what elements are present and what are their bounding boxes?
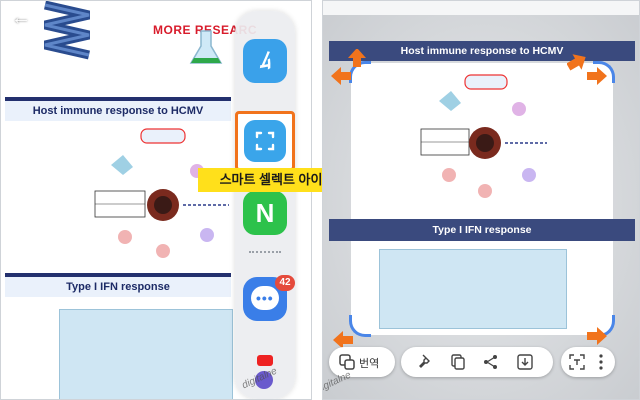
action-toolbar	[401, 347, 553, 377]
extract-text-icon[interactable]	[567, 352, 587, 372]
ifn-pathway-diagram	[59, 309, 233, 399]
save-icon[interactable]	[515, 352, 535, 372]
slide-divider-strip	[5, 97, 231, 102]
top-strip	[323, 1, 639, 15]
translate-icon	[339, 354, 355, 370]
translate-button[interactable]: 번역	[329, 347, 395, 377]
slide-title-immune: Host immune response to HCMV	[329, 41, 635, 61]
research-title: MORE RESEARC	[153, 23, 258, 37]
smart-select-icon[interactable]	[235, 111, 295, 171]
message-bubble-icon	[251, 286, 279, 310]
ifn-pathway-diagram	[379, 249, 567, 329]
panel-divider	[312, 0, 322, 400]
arrow-bottom-left-icon	[333, 331, 353, 349]
slide-title-immune: Host immune response to HCMV	[5, 101, 231, 121]
more-icon[interactable]	[591, 352, 611, 372]
smart-select-icon-inner	[244, 120, 286, 162]
share-icon[interactable]	[481, 352, 501, 372]
left-screenshot: ← MORE RESEARC Host immune response to H…	[0, 0, 312, 400]
copy-icon[interactable]	[447, 352, 467, 372]
app-pair-icon[interactable]	[247, 351, 283, 391]
slide-title-ifn: Type I IFN response	[329, 219, 635, 241]
slide-title-ifn: Type I IFN response	[5, 277, 231, 297]
arrow-up-left-icon	[347, 49, 367, 67]
arrow-left-icon	[331, 67, 351, 85]
crop-handle-bottom-left[interactable]	[349, 315, 371, 337]
pin-icon[interactable]	[415, 352, 435, 372]
arrow-bottom-right-icon	[587, 327, 607, 345]
app-mi-icon[interactable]: ﾑ	[243, 39, 287, 83]
flask-illustration	[189, 30, 223, 64]
back-arrow-icon[interactable]: ←	[11, 7, 31, 29]
right-screenshot: Host immune response to HCMV Type I IFN …	[322, 0, 640, 400]
right-toolbar	[561, 347, 615, 377]
message-count-badge: 42	[275, 275, 295, 291]
message-dots-icon: •••	[256, 290, 274, 306]
app-circle-icon	[255, 371, 273, 389]
slide-divider-strip-2	[5, 273, 231, 278]
dna-illustration	[44, 1, 90, 60]
hcmv-diagram	[94, 128, 229, 258]
crop-handle-top-right[interactable]	[593, 61, 615, 83]
naver-icon[interactable]: N	[243, 191, 287, 235]
arrow-right-icon	[587, 67, 607, 85]
hcmv-diagram	[420, 74, 547, 198]
youtube-icon	[257, 355, 273, 366]
translate-label: 번역	[359, 358, 380, 370]
edge-separator	[249, 251, 281, 253]
arrow-up-right-icon	[567, 53, 587, 71]
edge-panel: ﾑ N ••• 42	[235, 11, 295, 399]
